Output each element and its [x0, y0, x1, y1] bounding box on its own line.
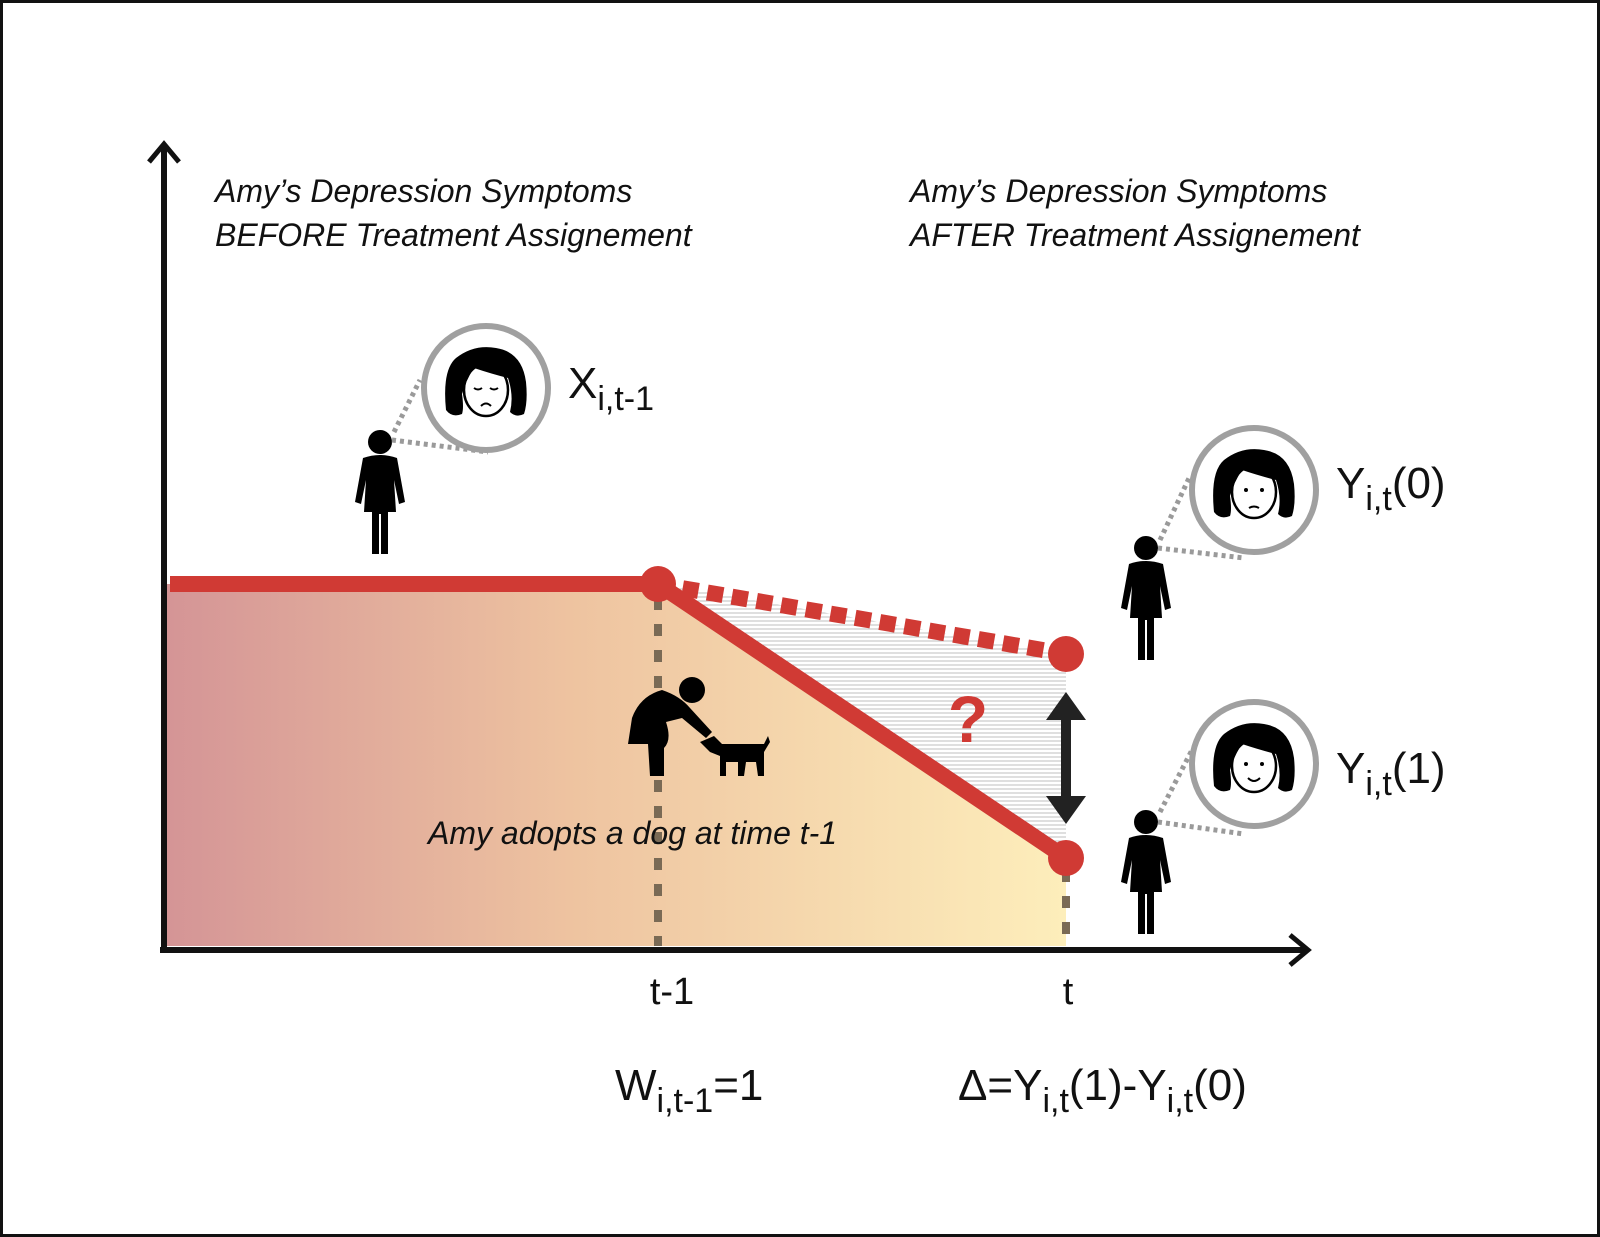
- y1-label: Yi,t(1): [1336, 744, 1446, 803]
- w-label-main: W: [615, 1061, 657, 1110]
- happy-face-icon: [1189, 699, 1319, 829]
- treatment-label: Wi,t-1=1: [615, 1061, 763, 1120]
- point-y0: [1048, 636, 1084, 672]
- w-label-eq: =1: [713, 1061, 763, 1110]
- left-heading-line2: BEFORE Treatment Assignement: [215, 217, 693, 253]
- y0-label-arg: (0): [1392, 459, 1446, 508]
- bubble-connector: [1157, 819, 1245, 837]
- sad-face-icon: [421, 323, 551, 453]
- delta-part-a: Δ=Y: [958, 1061, 1042, 1110]
- right-heading-line1: Amy’s Depression Symptoms: [908, 173, 1327, 209]
- y-axis-arrowhead: [147, 140, 181, 164]
- double-arrow-icon: [1046, 692, 1086, 824]
- effect-label: Δ=Yi,t(1)-Yi,t(0): [958, 1061, 1247, 1120]
- bubble-connector: [1157, 474, 1193, 542]
- y0-label-main: Y: [1336, 459, 1365, 508]
- x-label-main: X: [568, 359, 597, 408]
- y0-label: Yi,t(0): [1336, 459, 1446, 518]
- left-heading-line1: Amy’s Depression Symptoms: [213, 173, 632, 209]
- counterfactual-dashed-line: [656, 576, 1068, 662]
- question-mark: ?: [948, 682, 988, 756]
- area-under-curve: [162, 584, 1066, 946]
- bubble-connector: [1157, 748, 1195, 814]
- y1-label-sub: i,t: [1365, 765, 1392, 803]
- event-caption: Amy adopts a dog at time t-1: [426, 815, 837, 851]
- bubble-connector: [1157, 545, 1245, 561]
- bubble-connector: [391, 378, 423, 434]
- delta-sub-2: i,t: [1167, 1082, 1194, 1120]
- y0-label-sub: i,t: [1365, 480, 1392, 518]
- right-heading-line2: AFTER Treatment Assignement: [908, 217, 1361, 253]
- w-label-sub: i,t-1: [657, 1082, 714, 1120]
- person-petting-dog-icon: [628, 677, 770, 776]
- x-label: Xi,t-1: [568, 359, 654, 418]
- delta-part-b: (1)-Y: [1069, 1061, 1167, 1110]
- point-y1: [1048, 840, 1084, 876]
- delta-sub-1: i,t: [1042, 1082, 1069, 1120]
- person-icon: [1121, 810, 1171, 934]
- tick-label-t: t: [1063, 971, 1074, 1013]
- x-label-sub: i,t-1: [597, 380, 654, 418]
- person-icon: [1121, 536, 1171, 660]
- person-icon: [355, 430, 405, 554]
- x-axis-arrowhead: [1288, 933, 1312, 967]
- delta-part-c: (0): [1193, 1061, 1247, 1110]
- y1-label-arg: (1): [1392, 744, 1446, 793]
- point-t-minus-1: [640, 566, 676, 602]
- neutral-face-icon: [1189, 425, 1319, 555]
- y1-label-main: Y: [1336, 744, 1365, 793]
- tick-label-t-minus-1: t-1: [650, 971, 694, 1013]
